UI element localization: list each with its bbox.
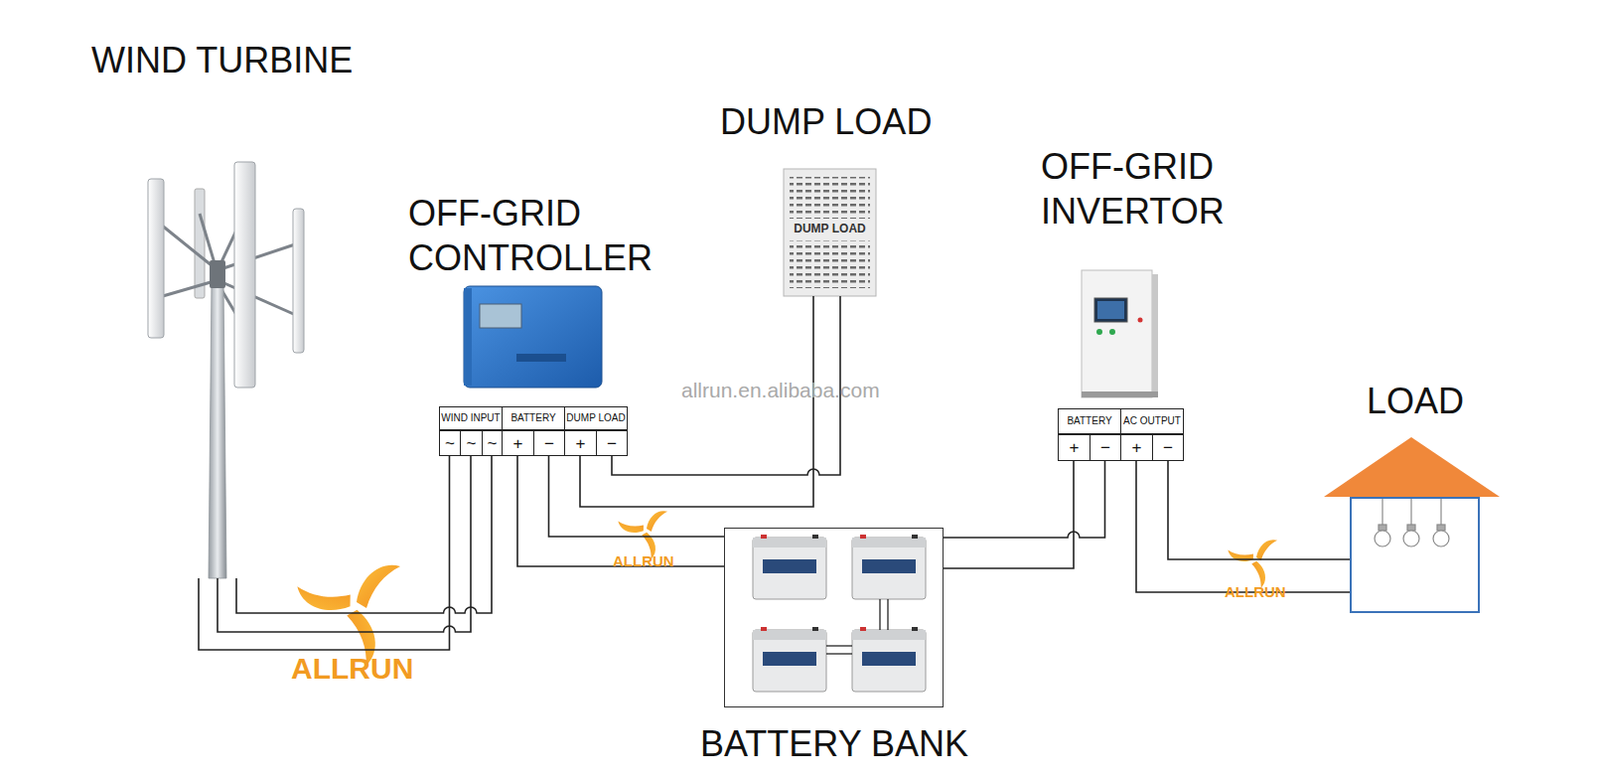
dump-load: DUMP LOADDUMP LOAD (783, 168, 876, 296)
wire-connector (198, 455, 450, 650)
logo-icon (617, 510, 668, 560)
terminal-label: ~ (466, 435, 477, 452)
inverter-body (1081, 270, 1153, 398)
terminal-label: WIND INPUT (440, 413, 500, 424)
controller-side (463, 288, 472, 386)
terminal-label: ~ (444, 435, 455, 452)
heading-label: BATTERY BANK (700, 721, 999, 766)
turbine-arms (155, 213, 298, 328)
terminal-label: + (576, 435, 586, 452)
heading-label: DUMP LOAD (720, 99, 979, 145)
house-roof (1323, 436, 1500, 497)
dump-load-illustration (783, 168, 876, 296)
wire-connector (1136, 460, 1350, 592)
controller-body (463, 286, 602, 388)
controller-illustration (463, 286, 602, 388)
terminal-cell: ~ (438, 430, 461, 456)
terminal-cell: − (533, 430, 566, 456)
inverter-button (1138, 317, 1144, 323)
terminal-cell: ~ (459, 430, 483, 456)
terminal-label: − (606, 435, 617, 452)
battery-illustration (752, 534, 926, 692)
logo-text: ALLRUN (612, 553, 675, 571)
terminal-label: − (1100, 438, 1111, 456)
wire-connector (549, 455, 726, 537)
heading-label: OFF-GRID CONTROLLER (408, 190, 669, 281)
logo-icon (1227, 539, 1278, 588)
inverter-illustration (1081, 270, 1159, 398)
wind-turbine-illustration (147, 161, 304, 579)
logo-icon (295, 565, 401, 667)
terminal-header: WIND INPUT (438, 406, 503, 431)
turbine-blade (234, 161, 256, 388)
logo-text: ALLRUN (1224, 583, 1287, 601)
heading-label: WIND TURBINE (91, 37, 410, 83)
terminal-header: AC OUTPUT (1120, 408, 1184, 435)
wire-connector (236, 455, 492, 613)
inverter-button (1096, 328, 1103, 335)
dump-load-body (783, 168, 876, 296)
light-bulbs (1374, 496, 1450, 547)
wire-connector (580, 295, 814, 507)
wire-connector (1167, 460, 1350, 560)
inverter-button (1109, 328, 1116, 335)
terminal-cell: ~ (481, 430, 503, 456)
inverter-base (1081, 391, 1159, 398)
terminal-label: AC OUTPUT (1123, 416, 1181, 427)
wire-connector (943, 460, 1106, 538)
terminal-cell: + (501, 430, 535, 456)
controller-screen (479, 303, 522, 328)
inverter-screen (1094, 297, 1128, 322)
turbine-hub (209, 260, 226, 289)
terminal-header: BATTERY (501, 406, 566, 431)
wire-connector (517, 455, 725, 567)
battery-symbol (852, 534, 926, 599)
heading-label: LOAD (1366, 378, 1496, 424)
terminal-label: + (1132, 438, 1143, 456)
logo-text: ALLRUN (290, 651, 414, 685)
terminal-cell: − (595, 430, 628, 456)
wire-connector (217, 455, 471, 632)
battery-interconnect (826, 598, 888, 654)
terminal-label: − (1163, 438, 1173, 456)
terminal-label: BATTERY (510, 413, 556, 424)
load-house: LOAD (1349, 496, 1480, 613)
battery-symbol (752, 534, 827, 599)
terminal-header: BATTERY (1057, 408, 1122, 435)
turbine-pole (208, 280, 227, 579)
turbine-blade (194, 188, 205, 298)
battery-bank: BATTERY BANK (724, 527, 944, 708)
turbine-blade (292, 208, 304, 353)
terminal-label: BATTERY (1066, 416, 1112, 427)
heading-label: OFF-GRID INVERTOR (1040, 144, 1245, 234)
inverter-side (1152, 274, 1159, 398)
off-grid-controller: OFF-GRID CONTROLLER (463, 286, 602, 388)
device-text: DUMP LOAD (783, 222, 876, 235)
off-grid-inverter: OFF-GRID INVERTOR (1081, 270, 1159, 398)
terminal-cell: + (1120, 434, 1154, 461)
watermark: allrun.en.alibaba.com (681, 378, 880, 402)
inverter-display (1097, 300, 1125, 319)
battery-symbol (752, 626, 827, 692)
terminal-cell: + (564, 430, 597, 456)
terminal-label: − (544, 435, 555, 452)
terminal-label: + (1069, 438, 1080, 456)
terminal-header: DUMP LOAD (564, 406, 628, 431)
controller-plate (516, 353, 567, 362)
terminal-label: + (513, 435, 524, 452)
terminal-label: ~ (487, 435, 498, 452)
terminal-cell: + (1057, 434, 1091, 461)
battery-symbol (852, 626, 926, 692)
wire-connector (943, 460, 1074, 569)
wind-turbine: WIND TURBINE (84, 156, 383, 579)
wire-connector (611, 295, 841, 475)
terminal-label: DUMP LOAD (566, 413, 625, 424)
turbine-blade (147, 178, 164, 338)
terminal-cell: − (1089, 434, 1122, 461)
terminal-cell: − (1152, 434, 1184, 461)
